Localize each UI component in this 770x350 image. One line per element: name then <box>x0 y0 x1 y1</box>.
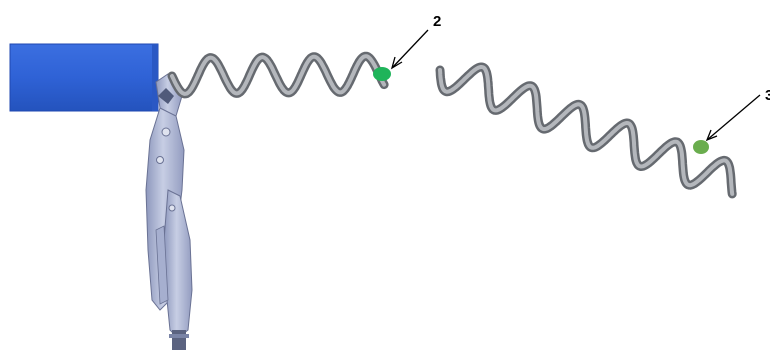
blue-rod <box>9 43 159 112</box>
callout-3: 3 <box>705 87 770 142</box>
marker-right-dot <box>693 140 709 154</box>
callout-2: 2 <box>390 13 441 70</box>
locking-pliers <box>145 73 193 350</box>
callout-2-label: 2 <box>433 13 441 30</box>
spring-right <box>435 62 737 199</box>
marker-left-dot <box>373 67 391 81</box>
spring-left <box>167 51 389 99</box>
callout-3-label: 3 <box>765 87 770 104</box>
